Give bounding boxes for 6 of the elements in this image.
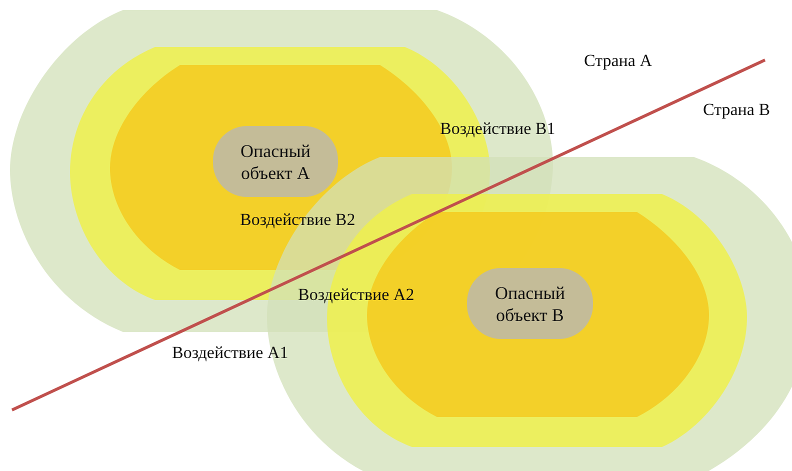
impact-label: Воздействие A1 [172, 343, 288, 363]
impact-label: Воздействие B1 [440, 119, 556, 139]
country-label: Страна B [703, 100, 770, 120]
impact-label: Воздействие A2 [298, 285, 414, 305]
impact-label: Воздействие B2 [240, 210, 356, 230]
country-label: Страна A [584, 51, 652, 71]
